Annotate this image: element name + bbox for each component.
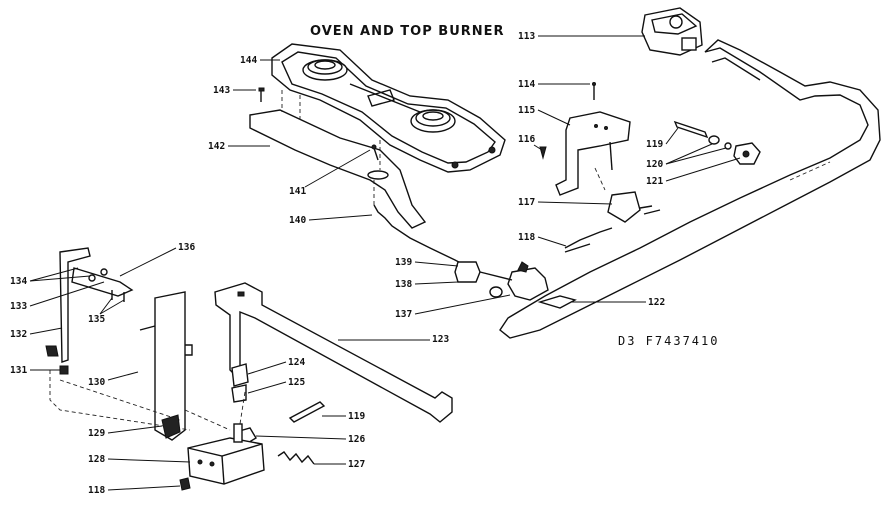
callout-141: 141 bbox=[289, 149, 371, 197]
callout-143: 143 bbox=[213, 85, 256, 96]
pin-119-lower bbox=[288, 401, 326, 423]
svg-text:137: 137 bbox=[395, 309, 412, 320]
callout-138: 138 bbox=[395, 279, 459, 290]
thermostat-valve-128 bbox=[187, 423, 265, 485]
rod-132 bbox=[59, 247, 91, 363]
callout-142: 142 bbox=[208, 141, 270, 152]
svg-text:124: 124 bbox=[288, 357, 305, 368]
svg-text:118: 118 bbox=[88, 485, 105, 496]
callout-131: 131 bbox=[10, 365, 60, 376]
svg-text:114: 114 bbox=[518, 79, 535, 90]
svg-text:144: 144 bbox=[240, 55, 257, 66]
callout-136: 136 bbox=[119, 242, 195, 277]
svg-text:133: 133 bbox=[10, 301, 27, 312]
tube-end-124-125 bbox=[231, 363, 249, 403]
callout-120: 120 bbox=[646, 143, 727, 170]
svg-text:131: 131 bbox=[10, 365, 27, 376]
drawing-code: D3 F7437410 bbox=[618, 334, 719, 348]
svg-text:118: 118 bbox=[518, 232, 535, 243]
svg-text:125: 125 bbox=[288, 377, 305, 388]
callout-133: 133 bbox=[10, 281, 105, 312]
orifice-117 bbox=[607, 191, 661, 223]
svg-text:119: 119 bbox=[348, 411, 365, 422]
fitting-group-119-121 bbox=[673, 120, 761, 165]
callout-129: 129 bbox=[88, 425, 163, 439]
svg-text:142: 142 bbox=[208, 141, 225, 152]
svg-text:116: 116 bbox=[518, 134, 535, 145]
screw-116 bbox=[539, 146, 547, 160]
regulator-113 bbox=[641, 7, 703, 56]
screw-141 bbox=[371, 144, 379, 161]
callout-123: 123 bbox=[338, 334, 449, 345]
callout-119-bottom: 119 bbox=[322, 411, 365, 422]
svg-text:120: 120 bbox=[646, 159, 663, 170]
manifold-pipe-122 bbox=[499, 39, 881, 339]
svg-text:141: 141 bbox=[289, 186, 306, 197]
svg-text:113: 113 bbox=[518, 31, 535, 42]
callout-139: 139 bbox=[395, 257, 459, 268]
callout-132: 132 bbox=[10, 327, 63, 340]
callout-122: 122 bbox=[572, 297, 665, 308]
pilot-tube bbox=[373, 180, 471, 269]
svg-text:122: 122 bbox=[648, 297, 665, 308]
svg-text:143: 143 bbox=[213, 85, 230, 96]
nut-131 bbox=[45, 345, 69, 375]
callout-115: 115 bbox=[518, 105, 571, 126]
burner-valve-group bbox=[454, 261, 549, 301]
svg-text:129: 129 bbox=[88, 428, 105, 439]
callout-128: 128 bbox=[88, 454, 191, 465]
callout-113: 113 bbox=[518, 31, 645, 42]
svg-text:126: 126 bbox=[348, 434, 365, 445]
callout-124: 124 bbox=[247, 357, 305, 375]
callout-114: 114 bbox=[518, 79, 590, 90]
burner-base bbox=[249, 90, 427, 229]
callout-126: 126 bbox=[255, 434, 365, 445]
callout-125: 125 bbox=[247, 377, 305, 394]
bracket-133-136 bbox=[71, 267, 134, 302]
callout-118-top: 118 bbox=[518, 232, 567, 247]
callout-144: 144 bbox=[240, 55, 280, 66]
callout-121: 121 bbox=[646, 157, 741, 187]
spring-127 bbox=[277, 451, 315, 465]
svg-text:135: 135 bbox=[88, 314, 105, 325]
svg-text:130: 130 bbox=[88, 377, 105, 388]
svg-text:140: 140 bbox=[289, 215, 306, 226]
callout-135: 135 bbox=[88, 297, 125, 325]
svg-text:139: 139 bbox=[395, 257, 412, 268]
svg-text:127: 127 bbox=[348, 459, 365, 470]
svg-text:136: 136 bbox=[178, 242, 195, 253]
top-burner-assembly bbox=[271, 43, 506, 173]
mounting-plate-129-130 bbox=[139, 291, 193, 441]
svg-text:138: 138 bbox=[395, 279, 412, 290]
callout-140: 140 bbox=[289, 214, 373, 226]
clip-118-bottom bbox=[179, 477, 191, 491]
svg-text:132: 132 bbox=[10, 329, 27, 340]
callout-118-bottom: 118 bbox=[88, 485, 181, 496]
svg-text:117: 117 bbox=[518, 197, 535, 208]
callout-117: 117 bbox=[518, 197, 613, 208]
screw-114 bbox=[592, 82, 596, 100]
callout-137: 137 bbox=[395, 294, 511, 320]
svg-text:128: 128 bbox=[88, 454, 105, 465]
svg-text:121: 121 bbox=[646, 176, 663, 187]
diagram-title: OVEN AND TOP BURNER bbox=[310, 24, 505, 39]
clip-118-top bbox=[564, 227, 613, 253]
svg-text:123: 123 bbox=[432, 334, 449, 345]
callout-119-top: 119 bbox=[646, 127, 679, 150]
callout-134: 134 bbox=[10, 267, 91, 287]
tube-123 bbox=[214, 282, 453, 423]
callout-127: 127 bbox=[314, 459, 365, 470]
screw-143 bbox=[258, 87, 265, 102]
callout-130: 130 bbox=[88, 371, 139, 388]
svg-text:115: 115 bbox=[518, 105, 535, 116]
svg-text:119: 119 bbox=[646, 139, 663, 150]
bracket-115 bbox=[555, 111, 631, 196]
svg-text:134: 134 bbox=[10, 276, 27, 287]
callout-116: 116 bbox=[518, 134, 543, 151]
